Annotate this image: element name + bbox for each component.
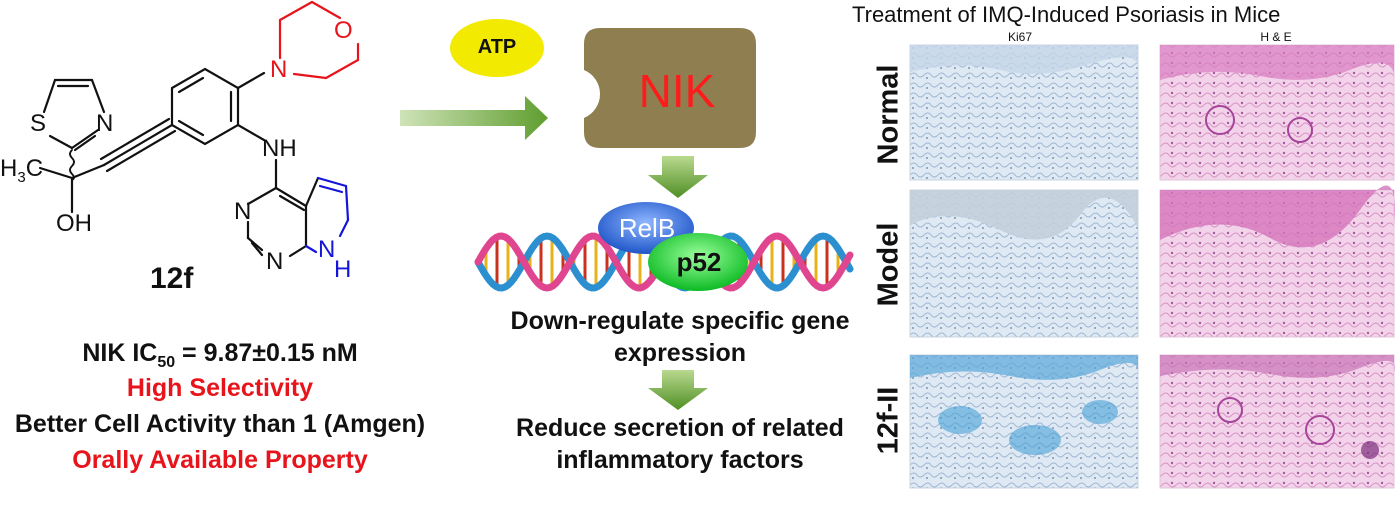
- nik-label: NIK: [638, 65, 716, 117]
- ic50-value: = 9.87±0.15 nM: [175, 339, 358, 367]
- alkyne: [99, 117, 177, 173]
- ic50-line: NIK IC50 = 9.87±0.15 nM: [0, 338, 440, 378]
- atp-oval: [450, 19, 544, 77]
- atom-h3c: H3C: [0, 155, 44, 186]
- column-label-ki67: Ki67: [1007, 30, 1033, 44]
- atom-n-pyrrole: N: [318, 236, 336, 263]
- column-label-he: H & E: [1260, 30, 1292, 44]
- oral-availability-line: Orally Available Property: [72, 446, 368, 474]
- step2-line1: Reduce secretion of related: [516, 414, 844, 442]
- benzene-ring: [170, 67, 240, 146]
- atom-s: S: [30, 110, 47, 137]
- pyrrole-ring: [304, 176, 350, 254]
- histology-title: Treatment of IMQ-Induced Psoriasis in Mi…: [852, 2, 1281, 27]
- step1-text: Down-regulate specific gene expression: [480, 305, 880, 369]
- atom-o-morpholine: O: [334, 17, 353, 44]
- down-arrow-1: [648, 156, 708, 198]
- atom-h-pyrrole: H: [334, 256, 352, 283]
- atom-nh: NH: [262, 135, 297, 162]
- nik-kinase-shape: [584, 28, 756, 148]
- he-12f-image: [1159, 354, 1395, 489]
- step2-text: Reduce secretion of related inflammatory…: [480, 412, 880, 476]
- cell-activity-line: Better Cell Activity than 1 (Amgen): [14, 410, 426, 438]
- atom-n-pyrimidine-2: N: [266, 248, 284, 275]
- relb-label: RelB: [618, 213, 676, 243]
- wavy-bond: [69, 149, 75, 181]
- histology-panels: [909, 44, 1395, 489]
- selectivity-line: High Selectivity: [126, 374, 314, 402]
- pyrimidine-ring: [246, 186, 308, 258]
- atp-label: ATP: [477, 36, 517, 58]
- step1-line2: expression: [613, 339, 746, 367]
- atom-n-pyrimidine-1: N: [234, 198, 252, 225]
- ic50-sub: 50: [157, 354, 176, 371]
- atom-oh: OH: [56, 210, 92, 237]
- row-label-model: Model: [872, 222, 905, 307]
- graphical-abstract: [38, 0, 1395, 489]
- inhibition-arrow: [400, 96, 548, 140]
- row-label-12f: 12f-II: [872, 386, 905, 455]
- step1-line1: Down-regulate specific gene: [510, 307, 850, 335]
- p52-oval: [648, 233, 748, 291]
- thiazole-ring: [42, 78, 106, 152]
- chemical-structure: [38, 67, 308, 258]
- row-label-normal: Normal: [872, 64, 905, 165]
- p52-label: p52: [676, 247, 722, 277]
- atom-n-thiazole: N: [96, 110, 114, 137]
- ic50-prefix: NIK IC: [82, 339, 158, 367]
- morpholine-ring: [278, 0, 360, 80]
- atom-n-morpholine: N: [270, 56, 288, 83]
- down-arrow-2: [648, 370, 708, 410]
- step2-line2: inflammatory factors: [556, 446, 804, 474]
- compound-label: 12f: [150, 262, 194, 295]
